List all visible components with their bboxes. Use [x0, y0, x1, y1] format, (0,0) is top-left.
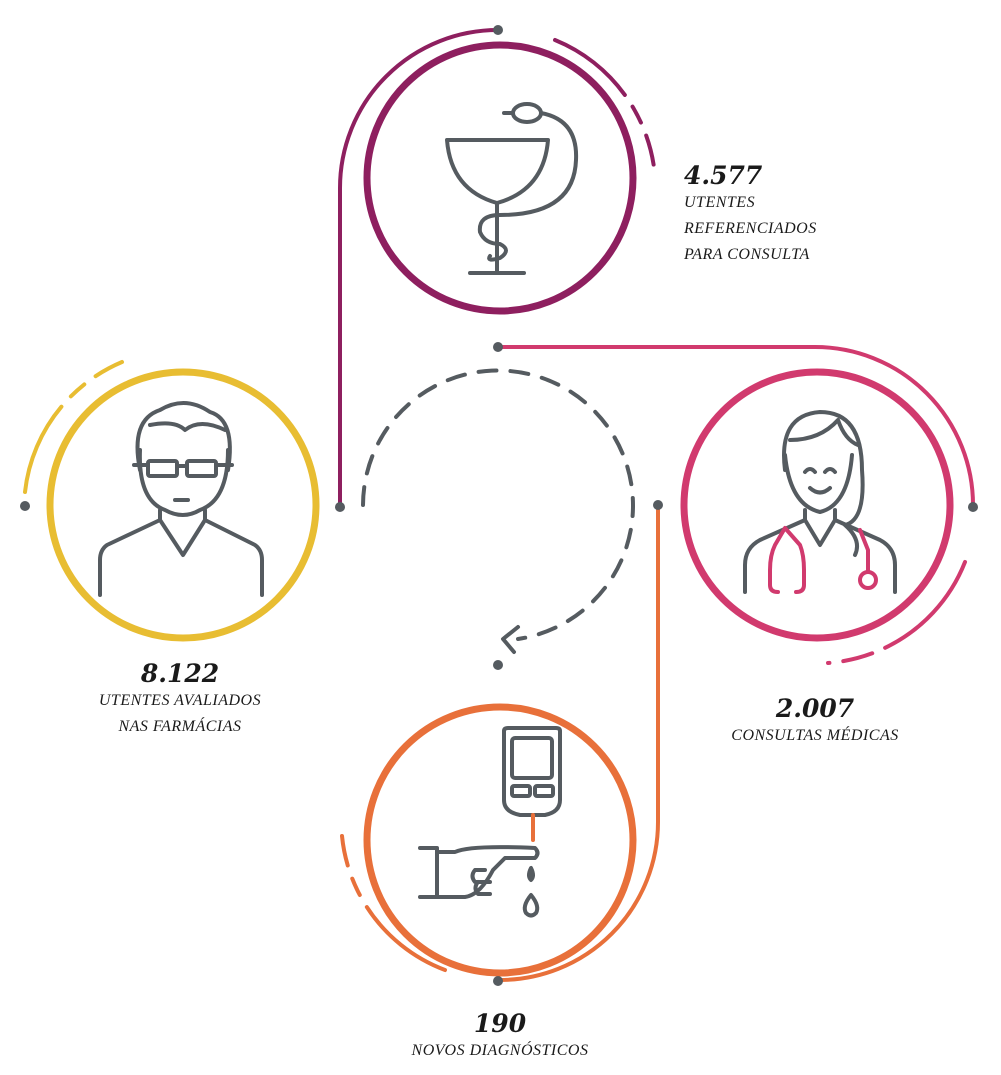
pink-circle	[680, 368, 954, 642]
stat-diagnosticos: 190 NOVOS DIAGNÓSTICOS	[350, 1010, 650, 1064]
pink-dashed-arc	[826, 560, 967, 665]
dot	[493, 342, 503, 352]
stat-referenciados: 4.577 UTENTES REFERENCIADOS PARA CONSULT…	[684, 162, 817, 268]
dot	[653, 500, 663, 510]
pharmacy-bowl-icon	[445, 102, 579, 275]
glucose-meter-icon	[418, 726, 562, 918]
purple-dashed-arc	[553, 38, 657, 178]
stat-consultas: 2.007 CONSULTAS MÉDICAS	[680, 695, 950, 749]
stat-value: 8.122	[140, 659, 220, 688]
pink-connector-line	[496, 345, 975, 507]
stethoscope-icon	[768, 526, 878, 594]
stat-label-line: NAS FARMÁCIAS	[118, 718, 242, 735]
stat-value: 2.007	[775, 694, 855, 723]
dashed-cycle-arrow	[361, 368, 635, 641]
dot	[493, 976, 503, 986]
stat-value: 190	[473, 1009, 527, 1038]
orange-connector-line	[498, 503, 660, 982]
dot	[493, 660, 503, 670]
stat-label-line: REFERENCIADOS	[684, 220, 817, 237]
orange-dashed-arc	[340, 834, 447, 972]
purple-connector-line	[338, 28, 500, 509]
dot	[968, 502, 978, 512]
purple-circle	[363, 41, 637, 315]
arrowhead-icon	[501, 625, 520, 654]
dot	[493, 25, 503, 35]
stat-value: 4.577	[684, 161, 763, 190]
female-doctor-icon	[743, 410, 897, 594]
stat-label-line: UTENTES AVALIADOS	[98, 692, 262, 709]
stat-label-line: UTENTES	[684, 194, 756, 211]
stat-avaliados: 8.122 UTENTES AVALIADOS NAS FARMÁCIAS	[40, 660, 320, 740]
dot	[335, 502, 345, 512]
yellow-dashed-arc	[23, 360, 124, 494]
connector-dots	[20, 25, 978, 986]
yellow-circle	[46, 368, 320, 642]
dot	[20, 501, 30, 511]
stat-label-line: PARA CONSULTA	[684, 246, 810, 263]
orange-circle	[363, 703, 637, 977]
man-with-glasses-icon	[98, 401, 264, 597]
stat-label-line: CONSULTAS MÉDICAS	[731, 727, 899, 744]
stat-label-line: NOVOS DIAGNÓSTICOS	[411, 1042, 589, 1059]
